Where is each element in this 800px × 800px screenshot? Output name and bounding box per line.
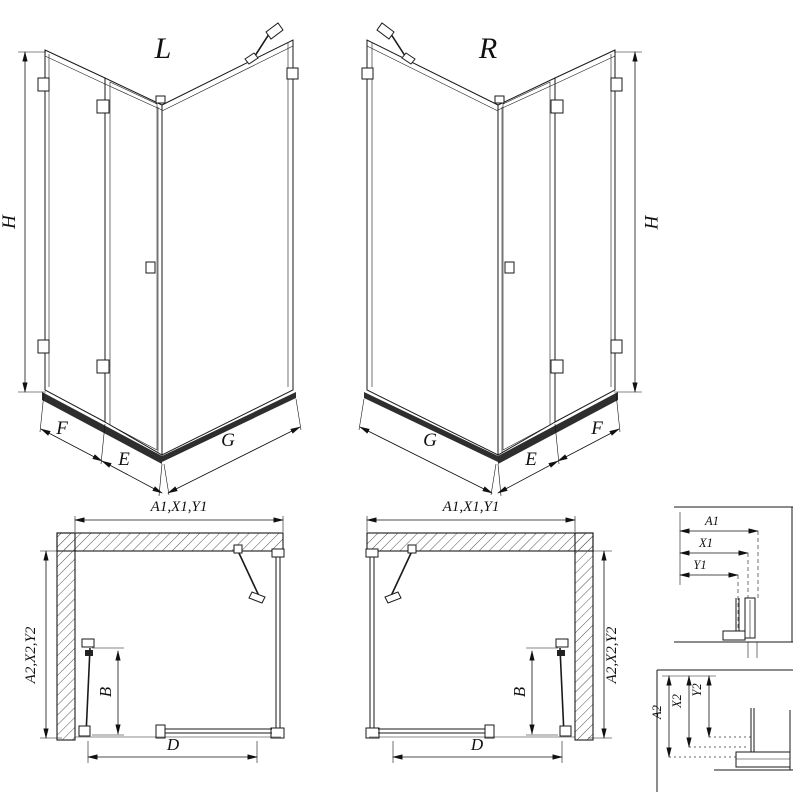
shower-head-icon [384,591,402,604]
dim-label-h: H [640,214,661,230]
arm-mount-icon [407,544,417,554]
wall-bracket-icon [610,77,623,92]
wall-bracket-icon [37,339,50,354]
hardware [37,67,299,374]
hardware [361,67,623,374]
shower-arm [244,22,284,65]
dim-label-x1: X1 [698,536,713,550]
shower-head-icon [265,22,284,40]
open-door [78,638,95,737]
dimensions: A1,X1,Y1 A2,X2,Y2 B D [23,499,284,763]
dim-label-width: A1,X1,Y1 [442,499,500,515]
iso-view-right: R [358,22,661,497]
shower-arm-plan [233,544,266,604]
wall-bracket-icon [37,77,50,92]
corner-clamp-icon [494,95,505,104]
arm-mount-icon [401,52,416,65]
dim-label-y2: Y2 [690,683,704,696]
dim-label-door: B [96,686,115,697]
plan-view-left: A1,X1,Y1 A2,X2,Y2 B D [23,499,285,763]
dim-label-depth: A2,X2,Y2 [604,626,620,684]
divider-profile-icon [155,724,166,739]
dim-label-f: F [55,418,68,439]
dim-label-g: G [423,430,437,451]
iso-view-left: L [0,22,302,497]
dim-label-a1: A1 [704,514,719,528]
corner-profile-icon [365,727,380,739]
wall-profile-icon [271,548,285,558]
glass-panels [366,39,616,456]
door-hinge-icon [81,638,95,648]
door-hinge-icon [555,638,569,648]
arm-mount-icon [233,544,243,554]
shower-arm [376,22,416,65]
panel-bracket-icon [286,67,299,80]
arm-mount-icon [244,52,259,65]
dim-label-e: E [524,449,537,470]
wall-hatch-right [574,532,594,741]
door-hinge-icon [96,99,110,114]
dimensions: A1,X1,Y1 A2,X2,Y2 B D [366,499,620,763]
dim-label-f: F [590,418,603,439]
door-hinge-icon [78,725,91,737]
door-hinge-icon [550,359,564,374]
door-handle-icon [145,261,156,274]
corner-clamp-icon [155,95,166,104]
wall-bracket-icon [610,339,623,354]
threshold [42,392,296,464]
shower-arm-plan [384,544,417,604]
wall-hatch-top [56,532,284,552]
dim-label-entry: D [470,735,484,754]
door-hinge-icon [96,359,110,374]
corner-profile-icon [270,727,285,739]
dim-label-width: A1,X1,Y1 [150,499,208,515]
open-door [555,638,572,737]
dim-label-door: B [510,686,529,697]
wall-hatch-left [56,532,76,741]
door-handle-icon [504,261,515,274]
wall-profile-section [674,597,793,658]
shower-head-icon [376,22,395,40]
dim-label-a2: A2 [650,705,664,720]
glass-plan [75,548,285,739]
detail-depth-references: A2 X2 Y2 [650,669,793,792]
dim-label-e: E [117,449,130,470]
dim-label-h: H [0,214,20,230]
threshold [364,392,618,464]
detail-width-references: A1 X1 Y1 [674,506,793,658]
glass-plan [365,548,575,739]
dimensions: H F E G [0,51,302,497]
door-handle-icon [557,650,565,656]
door-hinge-icon [559,725,572,737]
glass-panels [44,39,294,456]
wall-profile-icon [365,548,379,558]
variant-label-right: R [478,32,497,65]
shower-head-icon [248,591,266,604]
threshold-profile-section [714,708,793,771]
dimensions: H F E G [358,51,661,497]
door-handle-icon [85,650,93,656]
dim-label-g: G [221,430,235,451]
panel-bracket-icon [361,67,374,80]
dim-label-x2: X2 [670,694,684,709]
dim-label-y1: Y1 [693,558,706,572]
plan-view-right: A1,X1,Y1 A2,X2,Y2 B D [365,499,620,763]
dim-label-entry: D [166,735,180,754]
door-hinge-icon [550,99,564,114]
variant-label-left: L [154,32,172,65]
dim-label-depth: A2,X2,Y2 [23,626,39,684]
wall-hatch-top [366,532,594,552]
divider-profile-icon [484,724,495,739]
